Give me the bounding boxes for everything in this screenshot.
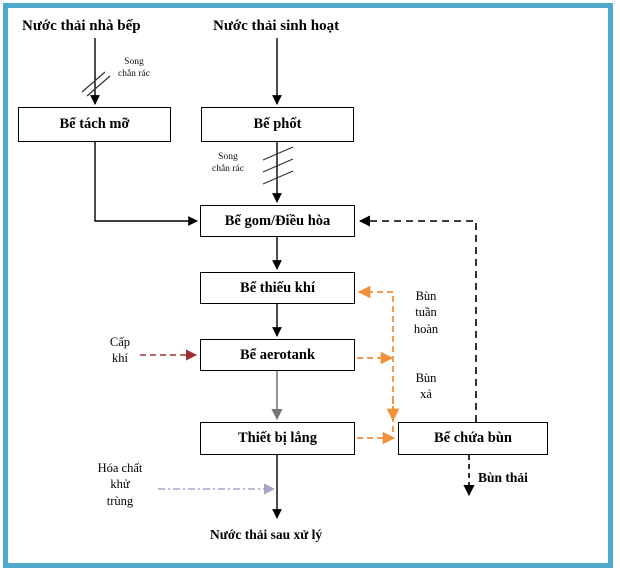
- label-disinfection-chemical-line2: khử: [110, 477, 130, 492]
- label-air-supply: Cấp khí: [100, 334, 140, 367]
- node-settling-device[interactable]: Thiết bị lắng: [200, 422, 355, 455]
- label-return-sludge: Bùn tuần hoàn: [404, 288, 448, 337]
- label-waste-sludge: Bùn xả: [404, 370, 448, 403]
- bar-screen-label-2: Song chắn rác: [212, 152, 244, 176]
- node-sludge-holding-tank[interactable]: Bể chứa bùn: [398, 422, 548, 455]
- bar-screen-label-2-line2: chắn rác: [212, 163, 244, 174]
- source-title-kitchen: Nước thải nhà bếp: [22, 18, 141, 34]
- label-air-supply-line2: khí: [112, 351, 128, 366]
- label-disinfection-chemical-line1: Hóa chất: [97, 461, 143, 475]
- label-return-sludge-line1: Bùn: [415, 289, 437, 303]
- label-return-sludge-line3: hoàn: [413, 321, 439, 336]
- label-waste-sludge-out: Bùn thải: [478, 470, 528, 485]
- node-anoxic-tank[interactable]: Bể thiếu khí: [200, 272, 355, 304]
- bar-screen-hatch-1: [81, 71, 111, 97]
- node-septic-tank[interactable]: Bể phốt: [201, 107, 354, 142]
- node-aerotank[interactable]: Bể aerotank: [200, 339, 355, 371]
- label-waste-sludge-line1: Bùn: [415, 371, 437, 385]
- label-treated-effluent: Nước thải sau xử lý: [210, 527, 323, 542]
- bar-screen-label-2-line1: Song: [218, 152, 238, 162]
- label-air-supply-line1: Cấp: [109, 335, 131, 349]
- bar-screen-hatch-2: [262, 146, 294, 185]
- node-collection-equalization[interactable]: Bể gom/Điều hòa: [200, 205, 355, 237]
- node-grease-trap[interactable]: Bể tách mỡ: [18, 107, 171, 142]
- bar-screen-label-1: Song chắn rác: [118, 57, 150, 81]
- label-disinfection-chemical-line3: trùng: [106, 493, 134, 508]
- pipe-grease-trap-to-collection: [94, 142, 198, 226]
- bar-screen-label-1-line1: Song: [124, 57, 144, 67]
- pipe-sludge-supernatant-return: [358, 215, 477, 422]
- source-title-domestic: Nước thải sinh hoạt: [213, 18, 340, 34]
- label-waste-sludge-line2: xả: [420, 387, 432, 402]
- label-disinfection-chemical: Hóa chất khử trùng: [84, 460, 156, 509]
- label-return-sludge-line2: tuần: [415, 305, 437, 320]
- bar-screen-label-1-line2: chắn rác: [118, 68, 150, 79]
